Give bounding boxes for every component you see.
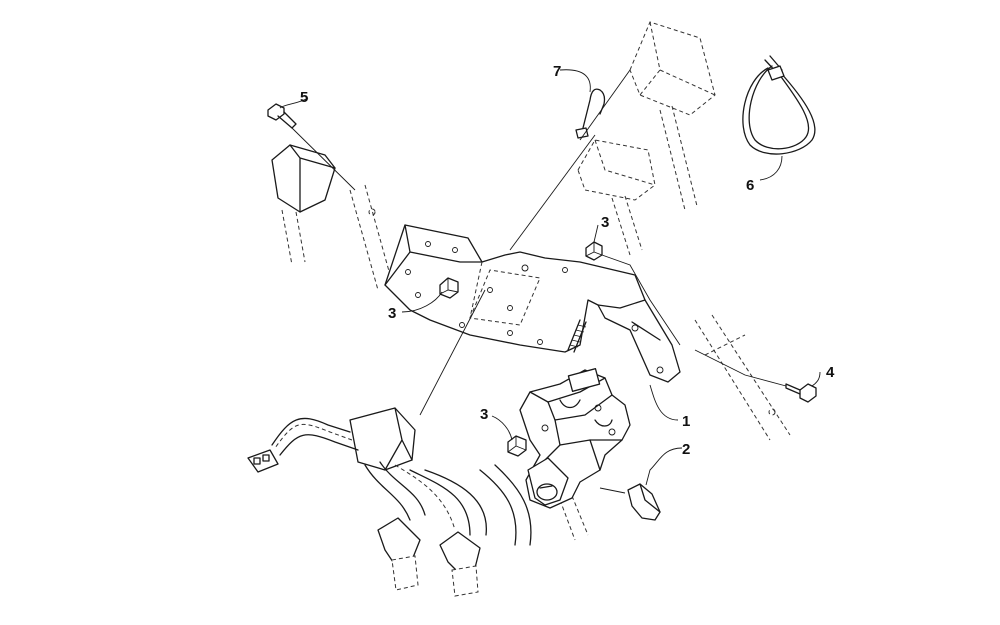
clip-2 — [627, 483, 661, 521]
ignition-coil-bracket — [271, 144, 336, 266]
callout-3-left: 3 — [388, 305, 396, 322]
frame-housing-middle — [577, 139, 656, 256]
bolt-5 — [267, 103, 297, 129]
callout-6: 6 — [746, 177, 754, 194]
nut-3-bottom — [507, 435, 527, 457]
callout-4: 4 — [826, 364, 835, 381]
valve-motor-assembly — [519, 367, 631, 541]
cable-tie-6 — [742, 55, 816, 155]
callout-7: 7 — [553, 63, 561, 80]
frame-rail-left — [349, 184, 393, 291]
wire-harness — [247, 407, 532, 597]
hook-7 — [575, 88, 606, 139]
nut-3-top — [585, 241, 603, 261]
callout-3-bottom: 3 — [480, 406, 488, 423]
callout-2: 2 — [682, 441, 690, 458]
frame-housing-upper — [629, 21, 716, 211]
bolt-4 — [785, 383, 817, 403]
callout-3-top: 3 — [601, 214, 609, 231]
callout-5: 5 — [300, 89, 308, 106]
callout-labels: 7 5 6 3 3 4 1 3 2 — [300, 63, 835, 458]
nut-3-left — [439, 277, 459, 299]
leader-lines — [279, 69, 821, 494]
callout-1: 1 — [682, 413, 690, 430]
frame-rail-right — [694, 314, 791, 441]
mounting-bracket-1 — [384, 224, 681, 383]
